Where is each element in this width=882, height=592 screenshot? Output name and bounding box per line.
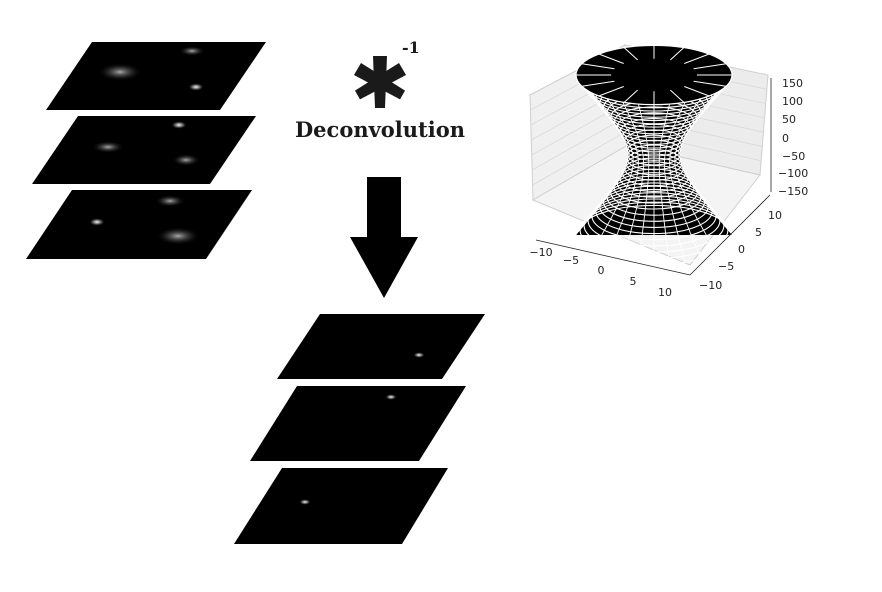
surface-meridian (581, 63, 615, 70)
surface-meridian (684, 53, 710, 64)
surface-meridian (684, 86, 710, 97)
surface-meridian (581, 80, 615, 87)
grid-line (531, 116, 628, 171)
blurred-slice-3 (26, 190, 252, 259)
surface-meridian (637, 103, 650, 265)
y-tick: 5 (755, 226, 762, 239)
x-tick: −10 (529, 246, 552, 259)
z-tick: 150 (782, 77, 803, 90)
surface-meridian (693, 63, 727, 70)
surface-meridian (623, 89, 638, 103)
plot-axes (535, 78, 772, 276)
z-tick: −50 (782, 150, 805, 163)
y-tick: 10 (768, 209, 782, 222)
inverse-superscript: -1 (402, 38, 420, 57)
z-tick: 0 (782, 132, 789, 145)
surface-meridian (598, 53, 624, 64)
surface-meridian (591, 92, 634, 254)
blurred-image-stack (26, 42, 266, 259)
surface-meridian (670, 47, 685, 61)
asterisk-icon (353, 56, 407, 108)
x-tick: 10 (658, 286, 672, 299)
surface-meridian (663, 101, 686, 263)
surface-meridian (658, 103, 671, 265)
z-axis-ticks: 150 100 50 0 −50 −100 −150 (778, 77, 808, 198)
z-tick: −150 (778, 185, 808, 198)
surface-meridian (622, 101, 645, 263)
z-tick: 100 (782, 95, 803, 108)
y-tick: −10 (699, 279, 722, 292)
grid-line (532, 130, 628, 186)
surface-meridian (606, 98, 639, 259)
y-axis-ticks: 10 5 0 −5 −10 (699, 209, 782, 292)
blurred-slice-1 (46, 42, 266, 110)
y-tick: 0 (738, 243, 745, 256)
surface-meridian (598, 86, 624, 97)
x-tick: 5 (630, 275, 637, 288)
y-tick: −5 (718, 260, 734, 273)
blurred-slice-2 (32, 116, 256, 184)
surface-meridian (669, 98, 702, 259)
z-tick: 50 (782, 113, 796, 126)
surface-meridian (693, 80, 727, 87)
hyperboloid-surface (575, 44, 733, 266)
deconvolved-slice-3 (234, 468, 448, 544)
x-axis-ticks: −10 −5 0 5 10 (529, 246, 672, 299)
down-arrow-icon (350, 177, 418, 298)
x-tick: 0 (598, 264, 605, 277)
z-tick: −100 (778, 167, 808, 180)
surface-meridian (623, 47, 638, 61)
deconvolved-slice-1 (277, 314, 485, 379)
deconvolved-slice-2 (250, 386, 466, 461)
surface-meridian (674, 92, 717, 254)
psf-3d-plot: −10 −5 0 5 10 10 5 0 −5 −10 150 100 50 0… (529, 44, 808, 299)
deconvolved-image-stack (234, 314, 485, 544)
deconvolution-label: Deconvolution (295, 117, 465, 142)
x-tick: −5 (563, 254, 579, 267)
deconvolution-operator: -1 Deconvolution (295, 38, 465, 142)
surface-meridian (670, 89, 685, 103)
